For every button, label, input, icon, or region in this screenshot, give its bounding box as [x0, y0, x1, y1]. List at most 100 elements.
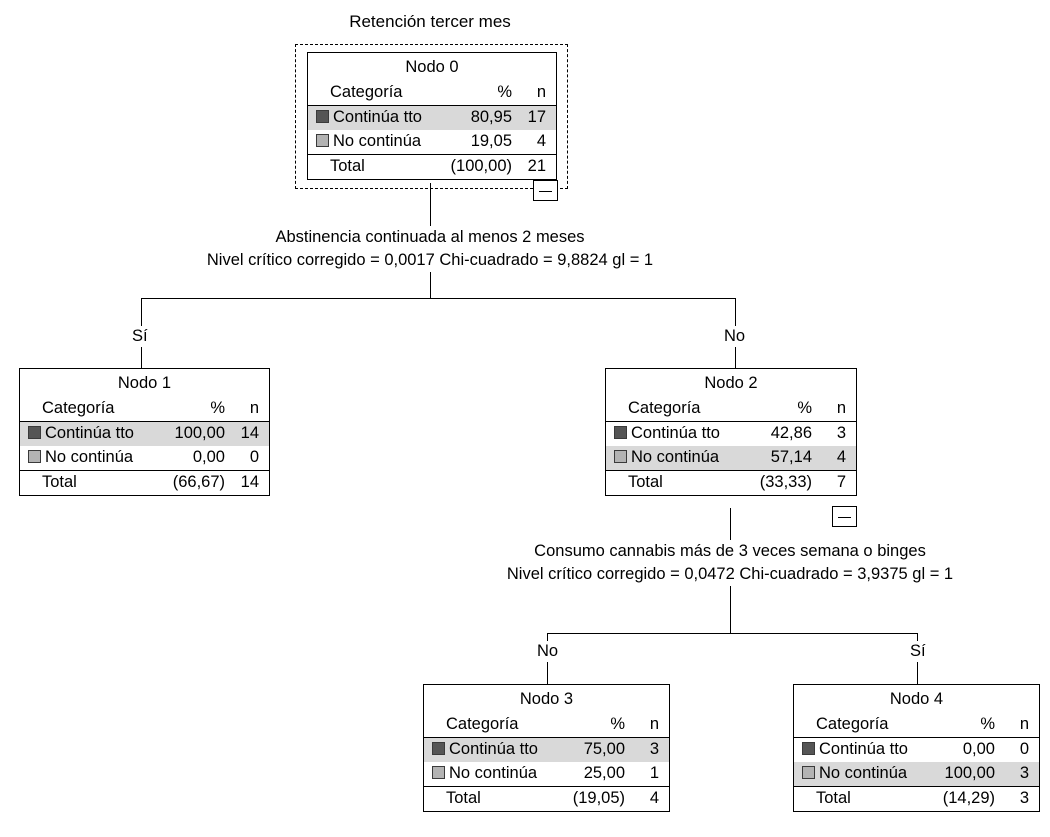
- node1-row1-label: No continúa: [45, 448, 134, 466]
- column-header-category: Categoría: [628, 399, 701, 417]
- column-header-count: n: [1019, 715, 1029, 733]
- category-swatch-icon: [802, 742, 815, 755]
- split1-description: Abstinencia continuada al menos 2 meses …: [130, 226, 730, 272]
- column-header-category: Categoría: [330, 83, 403, 101]
- column-header-count: n: [249, 399, 259, 417]
- node3-total-label: Total: [424, 786, 562, 811]
- node3-total-pct: (19,05): [561, 786, 625, 811]
- node0-selection-frame: [295, 44, 568, 189]
- node4-total-row: Total (14,29) 3: [794, 786, 1039, 811]
- node4-row-1: No continúa 100,00 3: [794, 762, 1039, 787]
- category-swatch-icon: [28, 450, 41, 463]
- node2-total-n: 7: [812, 470, 856, 495]
- node2-row0-n: 3: [812, 421, 856, 446]
- node1-table: Categoría % n Continúa tto 100,00 14 No …: [20, 397, 269, 495]
- node1-row0-n: 14: [225, 421, 269, 446]
- category-swatch-icon: [432, 742, 445, 755]
- node4-row1-n: 3: [995, 762, 1039, 787]
- column-header-category: Categoría: [816, 715, 889, 733]
- node0-header-row: Categoría % n: [308, 81, 556, 106]
- node3-row-0: Continúa tto 75,00 3: [424, 737, 669, 762]
- node0-table: Categoría % n Continúa tto 80,95 17 No c…: [308, 81, 556, 179]
- column-header-count: n: [536, 83, 546, 101]
- column-header-percent: %: [497, 83, 512, 101]
- node0-row0-pct: 80,95: [440, 105, 512, 130]
- node1-title: Nodo 1: [117, 374, 172, 392]
- split2-variable: Consumo cannabis más de 3 veces semana o…: [534, 542, 926, 560]
- node3-total-row: Total (19,05) 4: [424, 786, 669, 811]
- node-3[interactable]: Nodo 3 Categoría % n Continúa tto 75,00 …: [423, 684, 670, 812]
- node2-row-0: Continúa tto 42,86 3: [606, 421, 856, 446]
- node3-row1-n: 1: [649, 764, 659, 782]
- category-swatch-icon: [316, 110, 329, 123]
- node2-collapse-button[interactable]: [832, 506, 857, 527]
- node4-table: Categoría % n Continúa tto 0,00 0 No con…: [794, 713, 1039, 811]
- node4-row0-n: 0: [995, 737, 1039, 762]
- node0-row-0: Continúa tto 80,95 17: [308, 105, 556, 130]
- node3-row-1: No continúa 25,00 1: [424, 762, 669, 787]
- category-swatch-icon: [614, 426, 627, 439]
- node2-row1-pct: 57,14: [747, 446, 812, 471]
- node1-row1-n: 0: [249, 448, 259, 466]
- node2-total-pct: (33,33): [747, 470, 812, 495]
- node0-total-n: 21: [512, 154, 556, 179]
- node1-total-pct: (66,67): [160, 470, 225, 495]
- node3-row0-pct: 75,00: [561, 737, 625, 762]
- category-swatch-icon: [28, 426, 41, 439]
- node-4[interactable]: Nodo 4 Categoría % n Continúa tto 0,00 0…: [793, 684, 1040, 812]
- node2-table: Categoría % n Continúa tto 42,86 3 No co…: [606, 397, 856, 495]
- category-swatch-icon: [802, 766, 815, 779]
- node3-row1-label: No continúa: [449, 764, 538, 782]
- edge-split1-bar: [141, 298, 735, 299]
- node3-row0-n: 3: [625, 737, 669, 762]
- node2-row1-label: No continúa: [631, 448, 720, 466]
- node1-row-1: No continúa 0,00 0: [20, 446, 269, 471]
- node-0[interactable]: Nodo 0 Categoría % n Continúa tto 80,95 …: [307, 52, 557, 180]
- node2-row1-n: 4: [812, 446, 856, 471]
- column-header-percent: %: [610, 715, 625, 733]
- category-swatch-icon: [316, 134, 329, 147]
- node1-row0-pct: 100,00: [160, 421, 225, 446]
- node0-collapse-button[interactable]: [533, 180, 558, 201]
- node4-header-row: Categoría % n: [794, 713, 1039, 738]
- page-title: Retención tercer mes: [349, 12, 511, 31]
- node1-total-label: Total: [20, 470, 161, 495]
- edge-label-split1-left: Sí: [127, 326, 153, 347]
- node3-total-n: 4: [625, 786, 669, 811]
- edge-label-split2-left: No: [532, 641, 564, 662]
- category-swatch-icon: [432, 766, 445, 779]
- node0-total-row: Total (100,00) 21: [308, 154, 556, 179]
- node-1[interactable]: Nodo 1 Categoría % n Continúa tto 100,00…: [19, 368, 270, 496]
- column-header-category: Categoría: [42, 399, 115, 417]
- node3-row0-label: Continúa tto: [449, 740, 538, 758]
- node1-total-n: 14: [225, 470, 269, 495]
- node4-row-0: Continúa tto 0,00 0: [794, 737, 1039, 762]
- column-header-percent: %: [797, 399, 812, 417]
- node1-total-row: Total (66,67) 14: [20, 470, 269, 495]
- node4-total-n: 3: [995, 786, 1039, 811]
- node1-row-0: Continúa tto 100,00 14: [20, 421, 269, 446]
- node4-row0-label: Continúa tto: [819, 740, 908, 758]
- node4-total-label: Total: [794, 786, 932, 811]
- category-swatch-icon: [614, 450, 627, 463]
- node-2[interactable]: Nodo 2 Categoría % n Continúa tto 42,86 …: [605, 368, 857, 496]
- node0-row1-label: No continúa: [333, 132, 422, 150]
- split2-stats: Nivel crítico corregido = 0,0472 Chi-cua…: [506, 565, 954, 583]
- node0-row1-n: 4: [536, 132, 546, 150]
- node2-row0-label: Continúa tto: [631, 424, 720, 442]
- node0-row-1: No continúa 19,05 4: [308, 130, 556, 155]
- node1-header-row: Categoría % n: [20, 397, 269, 422]
- node4-row0-pct: 0,00: [931, 737, 995, 762]
- node4-row1-label: No continúa: [819, 764, 908, 782]
- node0-row0-n: 17: [512, 105, 556, 130]
- column-header-count: n: [649, 715, 659, 733]
- split2-description: Consumo cannabis más de 3 veces semana o…: [430, 540, 1030, 586]
- node2-row0-pct: 42,86: [747, 421, 812, 446]
- node1-row1-pct: 0,00: [192, 448, 225, 466]
- node2-row-1: No continúa 57,14 4: [606, 446, 856, 471]
- edge-label-split2-right: Sí: [905, 641, 931, 662]
- node1-row0-label: Continúa tto: [45, 424, 134, 442]
- node0-total-label: Total: [308, 154, 441, 179]
- node3-title: Nodo 3: [519, 690, 574, 708]
